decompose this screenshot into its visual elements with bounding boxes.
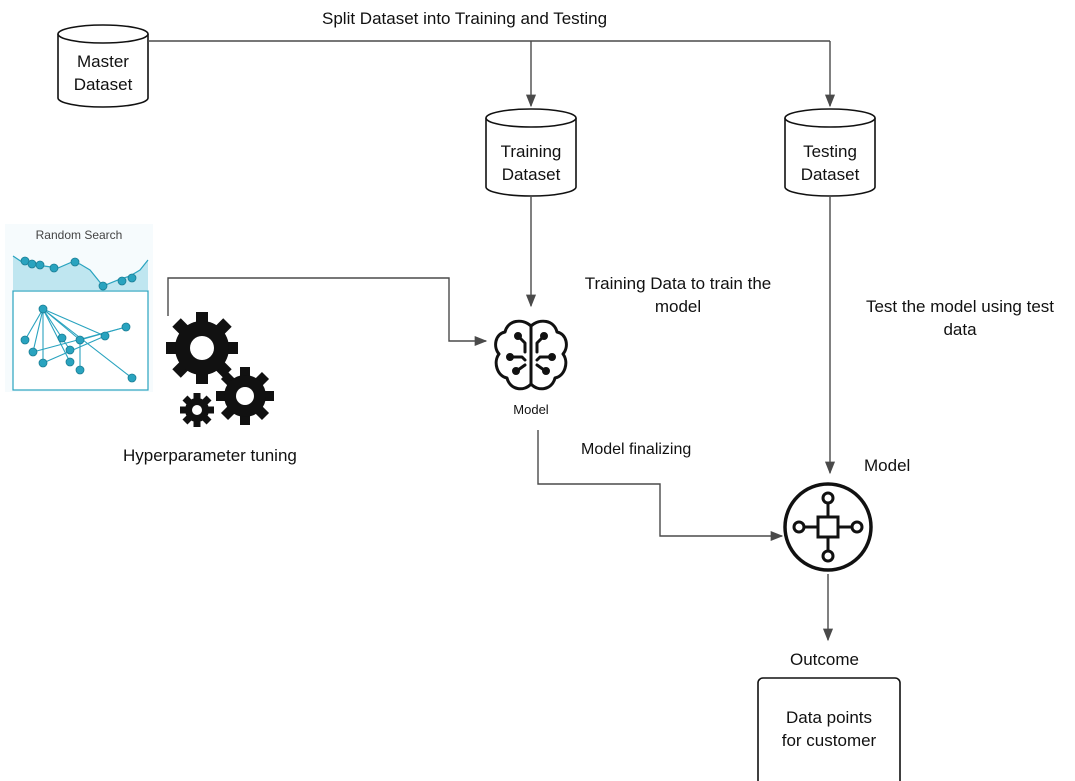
master-dataset-label: Master Dataset xyxy=(58,50,148,96)
testing-line1: Testing xyxy=(803,142,857,161)
testing-dataset-label: Testing Dataset xyxy=(785,140,875,186)
customer-line1: Data points xyxy=(786,708,872,727)
split-label: Split Dataset into Training and Testing xyxy=(322,9,608,28)
test-model-label: Test the model using test data xyxy=(845,295,1075,341)
connector-lines xyxy=(148,40,836,642)
training-line1: Training xyxy=(500,142,562,161)
arrow-model-to-final xyxy=(537,430,784,542)
master-dataset-cylinder xyxy=(57,24,149,108)
test-label-line1: Test the model using test xyxy=(865,297,1055,316)
customer-line2: for customer xyxy=(781,731,877,750)
final-model-label: Model xyxy=(864,456,911,475)
ai-brain-icon xyxy=(494,319,568,391)
train-label-line1: Training Data to train the xyxy=(584,274,772,293)
training-line2: Dataset xyxy=(501,165,561,184)
customer-box xyxy=(757,677,901,781)
test-label-line2: data xyxy=(943,320,977,339)
model-finalizing-label: Model finalizing xyxy=(581,441,692,458)
training-dataset-cylinder xyxy=(485,108,577,197)
model-caption: Model xyxy=(513,402,549,417)
random-search-title: Random Search xyxy=(35,228,123,242)
master-line2: Dataset xyxy=(73,75,133,94)
train-model-label: Training Data to train the model xyxy=(565,272,791,318)
customer-label: Data points for customer xyxy=(758,706,900,752)
final-model-icon xyxy=(783,482,873,572)
random-search-image xyxy=(5,224,153,392)
hyperparameter-label: Hyperparameter tuning xyxy=(123,446,297,465)
training-dataset-label: Training Dataset xyxy=(486,140,576,186)
testing-dataset-cylinder xyxy=(784,108,876,197)
master-line1: Master xyxy=(77,52,129,71)
gears-icon xyxy=(166,312,274,427)
testing-line2: Dataset xyxy=(800,165,860,184)
arrow-hyper-to-model xyxy=(167,277,488,347)
train-label-line2: model xyxy=(654,297,702,316)
outcome-label: Outcome xyxy=(790,650,859,669)
